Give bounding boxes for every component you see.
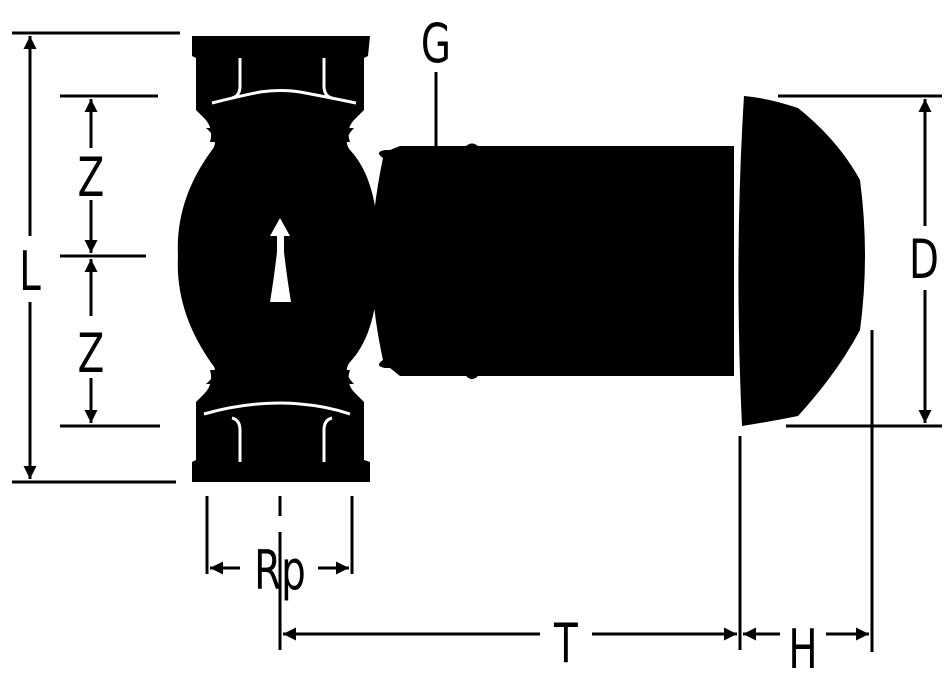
cylinder-body [371, 96, 865, 426]
label-G: G [421, 13, 451, 76]
end-cap [738, 96, 865, 426]
label-L: L [19, 241, 41, 304]
dimension-lines [12, 31, 942, 652]
bottom-thread-left-tick [231, 416, 242, 462]
top-thread-left-tick [231, 58, 242, 100]
flow-arrow-icon [270, 218, 291, 302]
label-Z-top: Z [78, 147, 105, 210]
label-H: H [788, 619, 817, 682]
label-Rp: Rp [254, 540, 306, 603]
label-T: T [553, 613, 578, 676]
label-Z-bottom: Z [78, 323, 105, 386]
top-thread-right-tick [322, 58, 333, 100]
top-nut [192, 36, 370, 142]
connector-ring [371, 150, 390, 368]
fitting-body [177, 36, 379, 482]
bottom-thread-right-tick [322, 416, 333, 462]
top-thread-line [211, 89, 357, 105]
dimension-labels: G L Z Z D Rp T H [19, 13, 939, 682]
bottom-thread-line [203, 401, 351, 416]
bottom-nut [192, 370, 370, 482]
label-D: D [909, 229, 939, 292]
cylinder [390, 143, 734, 379]
